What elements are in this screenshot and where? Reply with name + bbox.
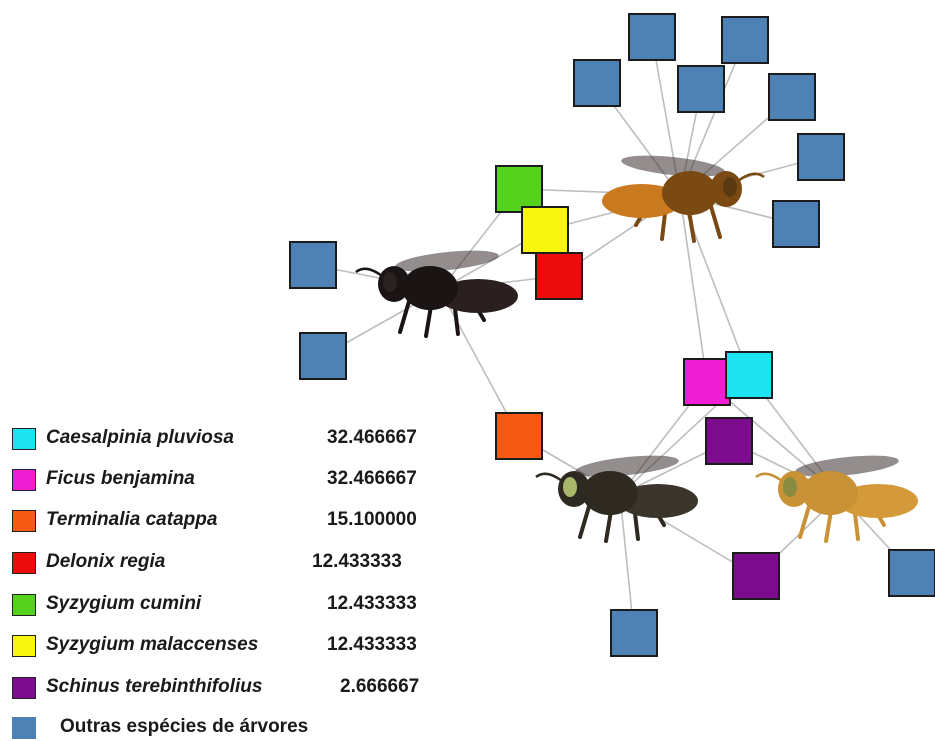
legend-value: 2.666667 xyxy=(340,676,419,698)
plant-node-caesalpinia-pluviosa xyxy=(726,352,772,398)
plant-node-syzygium-cumini xyxy=(496,166,542,212)
legend-item-cumini: Syzygium cumini 12.433333 xyxy=(12,590,452,618)
legend-item-delonix: Delonix regia 12.433333 xyxy=(12,548,452,576)
legend-swatch xyxy=(12,469,36,491)
legend-species-name: Syzygium malaccenses xyxy=(46,634,258,656)
plant-node-other xyxy=(629,14,675,60)
legend-value: 12.433333 xyxy=(312,551,402,573)
legend-item-caesalpinia: Caesalpinia pluviosa 32.466667 xyxy=(12,424,452,452)
legend-swatch-others xyxy=(12,717,36,739)
legend-item-ficus: Ficus benjamina 32.466667 xyxy=(12,465,452,493)
legend-value: 32.466667 xyxy=(327,427,417,449)
plant-node-other xyxy=(722,17,768,63)
plant-node-other xyxy=(574,60,620,106)
legend-value: 15.100000 xyxy=(327,509,417,531)
legend-item-others: Outras espécies de árvores xyxy=(12,713,452,741)
plant-node-other xyxy=(798,134,844,180)
plant-node-schinus-terebinthifolius xyxy=(706,418,752,464)
legend-species-name: Delonix regia xyxy=(46,551,165,573)
legend-species-name: Caesalpinia pluviosa xyxy=(46,427,234,449)
plant-node-terminalia-catappa xyxy=(496,413,542,459)
legend-swatch xyxy=(12,428,36,450)
network-edges xyxy=(313,37,912,633)
legend-item-schinus: Schinus terebinthifolius 2.666667 xyxy=(12,673,452,701)
legend-species-name: Syzygium cumini xyxy=(46,593,201,615)
plant-node-schinus-terebinthifolius xyxy=(733,553,779,599)
legend-item-malaccenses: Syzygium malaccenses 12.433333 xyxy=(12,631,452,659)
legend-species-name: Schinus terebinthifolius xyxy=(46,676,262,698)
plant-node-other xyxy=(769,74,815,120)
plant-node-other xyxy=(611,610,657,656)
legend-species-name: Terminalia catappa xyxy=(46,509,217,531)
legend-others-label: Outras espécies de árvores xyxy=(60,716,308,738)
legend-swatch xyxy=(12,677,36,699)
legend-value: 12.433333 xyxy=(327,593,417,615)
plant-node-other xyxy=(889,550,935,596)
plant-node-other xyxy=(678,66,724,112)
bee-node-orange bee-icon xyxy=(602,152,764,241)
plant-node-other xyxy=(300,333,346,379)
legend-swatch xyxy=(12,594,36,616)
plant-node-delonix-regia xyxy=(536,253,582,299)
plant-node-syzygium-malaccenses xyxy=(522,207,568,253)
network-edge xyxy=(680,195,707,382)
plant-node-other xyxy=(773,201,819,247)
legend-species-name: Ficus benjamina xyxy=(46,468,195,490)
legend-value: 12.433333 xyxy=(327,634,417,656)
legend-swatch xyxy=(12,510,36,532)
legend-value: 32.466667 xyxy=(327,468,417,490)
bee-node-dark bee-icon xyxy=(356,247,518,336)
plant-node-other xyxy=(290,242,336,288)
plant-node-ficus-benjamina xyxy=(684,359,730,405)
legend-item-terminalia: Terminalia catappa 15.100000 xyxy=(12,506,452,534)
legend-swatch xyxy=(12,635,36,657)
legend-swatch xyxy=(12,552,36,574)
